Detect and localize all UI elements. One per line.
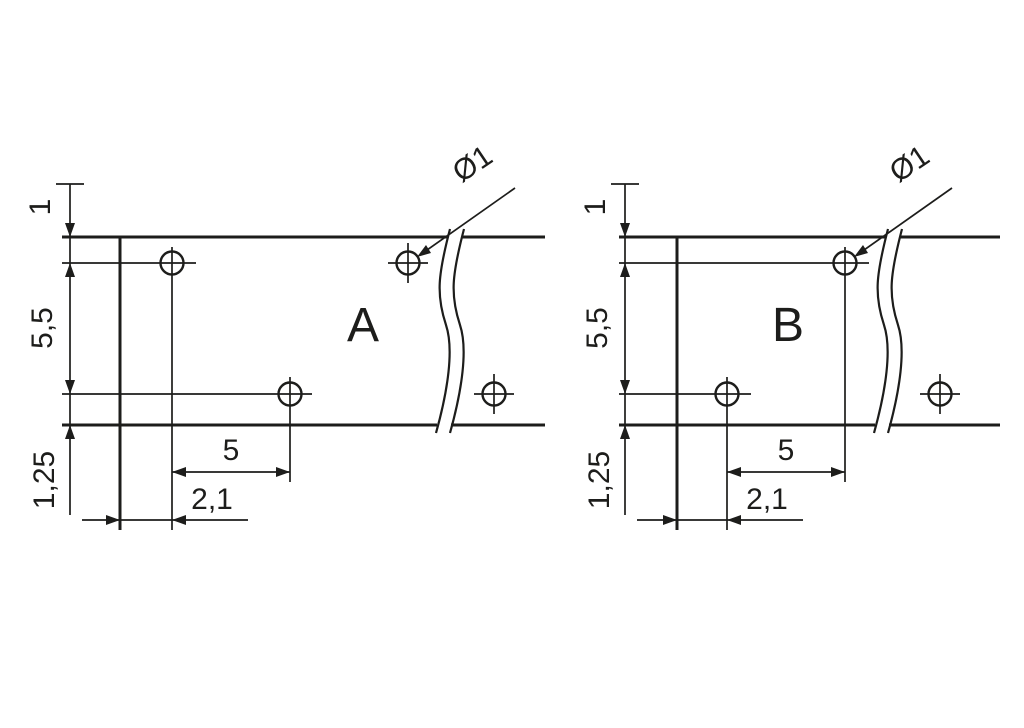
dim-label-bottom-offset: 1,25 xyxy=(28,451,61,509)
diameter-callout-a: Ø1 xyxy=(417,139,516,257)
vertical-dimensions-b: 1 5,5 1,25 xyxy=(579,183,639,515)
figure-a: 1 5,5 1,25 5 2,1 Ø1 A xyxy=(24,139,545,530)
dim-label-row-spacing: 5,5 xyxy=(26,307,59,349)
hole-top-1 xyxy=(159,250,185,276)
break-lines-a xyxy=(434,228,466,434)
break-line xyxy=(872,228,890,434)
leader-line xyxy=(856,187,953,256)
arrowhead-left-icon xyxy=(172,467,186,477)
arrowhead-down-icon xyxy=(65,223,75,237)
variant-label-a: A xyxy=(347,299,379,352)
break-line xyxy=(886,228,904,434)
holes-b xyxy=(714,250,960,414)
horizontal-dimensions-a: 5 2,1 xyxy=(82,434,290,525)
arrowhead-left-icon xyxy=(727,467,741,477)
arrowhead-down-icon xyxy=(620,380,630,394)
arrowhead-left-icon xyxy=(727,515,741,525)
dim-label-edge-offset: 2,1 xyxy=(746,483,788,516)
hole-top-1 xyxy=(832,250,858,276)
arrowhead-right-icon xyxy=(831,467,845,477)
break-lines-b xyxy=(872,228,904,434)
dim-label-hole-pitch: 5 xyxy=(223,434,240,467)
hole-diameter-label: Ø1 xyxy=(884,139,936,189)
vertical-dimensions-a: 1 5,5 1,25 xyxy=(24,183,84,515)
diameter-callout-b: Ø1 xyxy=(854,139,953,257)
hole-bottom-1 xyxy=(277,381,303,407)
extension-lines-b xyxy=(619,247,869,530)
leader-line xyxy=(419,187,516,256)
arrowhead-right-icon xyxy=(276,467,290,477)
leader-arrowhead-icon xyxy=(854,245,868,257)
arrowhead-up-icon xyxy=(65,425,75,439)
arrowhead-down-icon xyxy=(65,380,75,394)
part-outline-b xyxy=(619,235,1000,530)
part-outline-a xyxy=(62,235,545,530)
dim-label-top-offset: 1 xyxy=(579,199,612,216)
arrowhead-left-icon xyxy=(172,515,186,525)
break-line xyxy=(448,228,466,434)
extension-lines-a xyxy=(62,247,312,530)
arrowhead-right-icon xyxy=(663,515,677,525)
arrowhead-up-icon xyxy=(65,263,75,277)
dim-label-top-offset: 1 xyxy=(24,199,57,216)
figure-b: 1 5,5 1,25 5 2,1 Ø1 B xyxy=(579,139,1000,530)
dim-label-row-spacing: 5,5 xyxy=(581,307,614,349)
hole-diameter-label: Ø1 xyxy=(447,139,499,189)
hole-bottom-1 xyxy=(714,381,740,407)
break-line xyxy=(434,228,452,434)
dim-label-hole-pitch: 5 xyxy=(778,434,795,467)
arrowhead-down-icon xyxy=(620,223,630,237)
arrowhead-up-icon xyxy=(620,263,630,277)
horizontal-dimensions-b: 5 2,1 xyxy=(637,434,845,525)
arrowhead-up-icon xyxy=(620,425,630,439)
dim-label-bottom-offset: 1,25 xyxy=(583,451,616,509)
leader-arrowhead-icon xyxy=(417,245,431,257)
dim-label-edge-offset: 2,1 xyxy=(191,483,233,516)
holes-a xyxy=(159,243,514,414)
variant-label-b: B xyxy=(772,299,804,352)
arrowhead-right-icon xyxy=(106,515,120,525)
